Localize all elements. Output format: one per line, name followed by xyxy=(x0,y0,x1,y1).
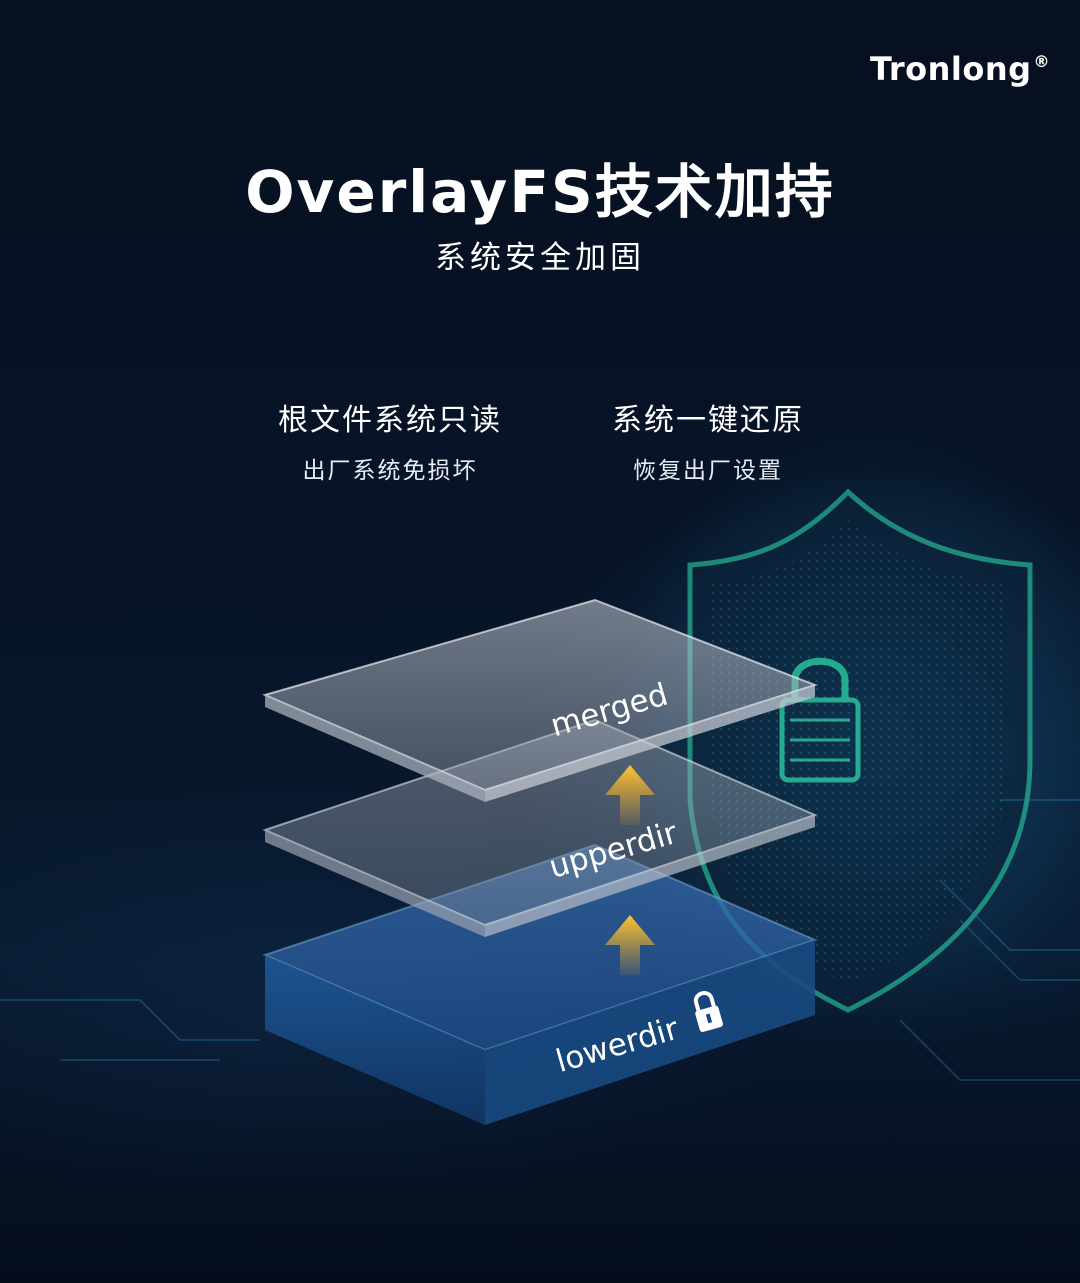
feature-desc: 恢复出厂设置 xyxy=(633,458,783,484)
feature-readonly-rootfs: 根文件系统只读 出厂系统免损坏 xyxy=(230,395,550,485)
layer-merged xyxy=(262,598,819,802)
brand-name: Tronlong xyxy=(870,50,1032,88)
registered-mark: ® xyxy=(1033,52,1050,71)
feature-title: 根文件系统只读 xyxy=(278,403,502,438)
arrow-up-icon xyxy=(605,765,655,825)
brand-logo: Tronlong® xyxy=(870,50,1050,88)
feature-desc: 出厂系统免损坏 xyxy=(302,458,478,484)
lock-icon xyxy=(693,991,723,1033)
circuit-traces xyxy=(0,799,1080,1081)
layer-upperdir xyxy=(262,718,818,937)
arrow-up-icon xyxy=(605,915,655,975)
feature-one-click-restore: 系统一键还原 恢复出厂设置 xyxy=(548,395,868,485)
layer-lowerdir xyxy=(262,843,818,1125)
feature-title: 系统一键还原 xyxy=(612,403,804,438)
page-title: OverlayFS技术加持 xyxy=(245,158,835,226)
layer-stack: merged upperdir lowerdir xyxy=(262,598,819,1125)
page-subtitle: 系统安全加固 xyxy=(435,240,645,276)
